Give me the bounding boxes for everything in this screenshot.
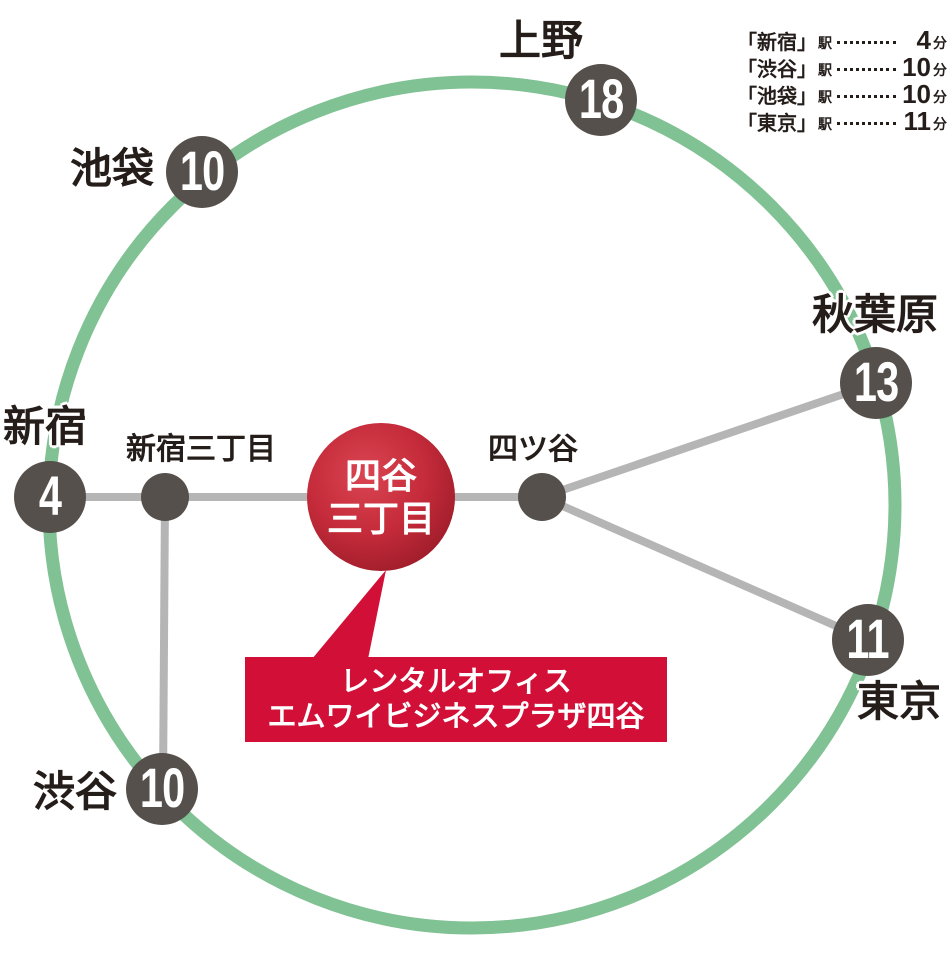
station-label-tokyo: 東京	[857, 678, 942, 725]
legend-station-suffix: 駅	[818, 88, 832, 105]
office-callout-line2: エムワイビジネスプラザ四谷	[267, 700, 645, 733]
legend-minutes-unit: 分	[933, 62, 947, 78]
legend-minutes-unit: 分	[933, 35, 947, 51]
office-callout: レンタルオフィス エムワイビジネスプラザ四谷	[245, 657, 667, 742]
legend-dotted-leader	[837, 95, 896, 98]
legend-station-name: 「東京」	[737, 113, 817, 135]
minutes-value: 18	[578, 66, 624, 130]
legend-row-shibuya: 「渋谷」 駅 10 分	[737, 52, 947, 82]
station-label-shinjuku: 新宿	[3, 403, 88, 450]
minutes-badge-ikebukuro: 10	[166, 136, 238, 208]
station-label-akihabara: 秋葉原	[812, 291, 939, 338]
station-label-shinjuku-sanchome: 新宿三丁目	[126, 433, 276, 466]
minutes-badge-shinjuku: 4	[14, 461, 86, 533]
legend-station-suffix: 駅	[818, 61, 832, 78]
center-station-yotsuya-sanchome: 四谷 三丁目	[307, 423, 455, 571]
legend-dotted-leader	[837, 68, 896, 71]
station-label-ueno: 上野	[499, 17, 584, 64]
station-label-yotsuya: 四ツ谷	[488, 433, 578, 466]
legend-station-name: 「池袋」	[737, 86, 817, 108]
legend-dotted-leader	[837, 122, 896, 125]
legend-row-ikebukuro: 「池袋」 駅 10 分	[737, 79, 947, 109]
minutes-value: 10	[139, 755, 185, 819]
office-callout-line1: レンタルオフィス	[340, 665, 572, 698]
minutes-badge-akihabara: 13	[840, 347, 912, 419]
minutes-badge-ueno: 18	[565, 64, 637, 136]
legend-minutes: 10	[902, 52, 931, 82]
legend-station-suffix: 駅	[818, 115, 832, 132]
legend-row-tokyo: 「東京」 駅 11 分	[737, 106, 947, 136]
minutes-badge-shibuya: 10	[126, 753, 198, 825]
minutes-value: 4	[38, 463, 62, 527]
station-label-shibuya: 渋谷	[33, 768, 118, 815]
minutes-value: 11	[846, 606, 890, 670]
legend-station-name: 「新宿」	[737, 32, 817, 54]
station-node-yotsuya	[518, 473, 566, 521]
legend-row-shinjuku: 「新宿」 駅 4 分	[737, 25, 947, 55]
minutes-value: 10	[179, 138, 225, 202]
legend-minutes: 4	[916, 25, 931, 55]
legend-minutes: 10	[902, 79, 931, 109]
legend-minutes-unit: 分	[933, 89, 947, 105]
rail-line-to-akihabara	[540, 379, 878, 501]
center-station-name-line2: 三丁目	[326, 498, 435, 539]
center-station-name-line1: 四谷	[344, 455, 417, 496]
legend-station-suffix: 駅	[818, 34, 832, 51]
minutes-badge-tokyo: 11	[832, 604, 904, 676]
station-label-ikebukuro: 池袋	[70, 145, 155, 192]
station-node-shinjuku-sanchome	[141, 473, 189, 521]
legend-minutes: 11	[903, 106, 932, 136]
callout-pointer	[312, 570, 386, 659]
rail-line-to-shibuya	[159, 496, 169, 790]
rail-line-to-tokyo	[540, 493, 870, 644]
legend-station-name: 「渋谷」	[737, 59, 817, 81]
travel-time-legend: 「新宿」 駅 4 分 「渋谷」 駅 10 分 「池袋」 駅 10 分 「東京」 …	[737, 25, 947, 136]
legend-dotted-leader	[837, 41, 896, 44]
legend-minutes-unit: 分	[933, 116, 947, 132]
minutes-value: 13	[853, 349, 899, 413]
